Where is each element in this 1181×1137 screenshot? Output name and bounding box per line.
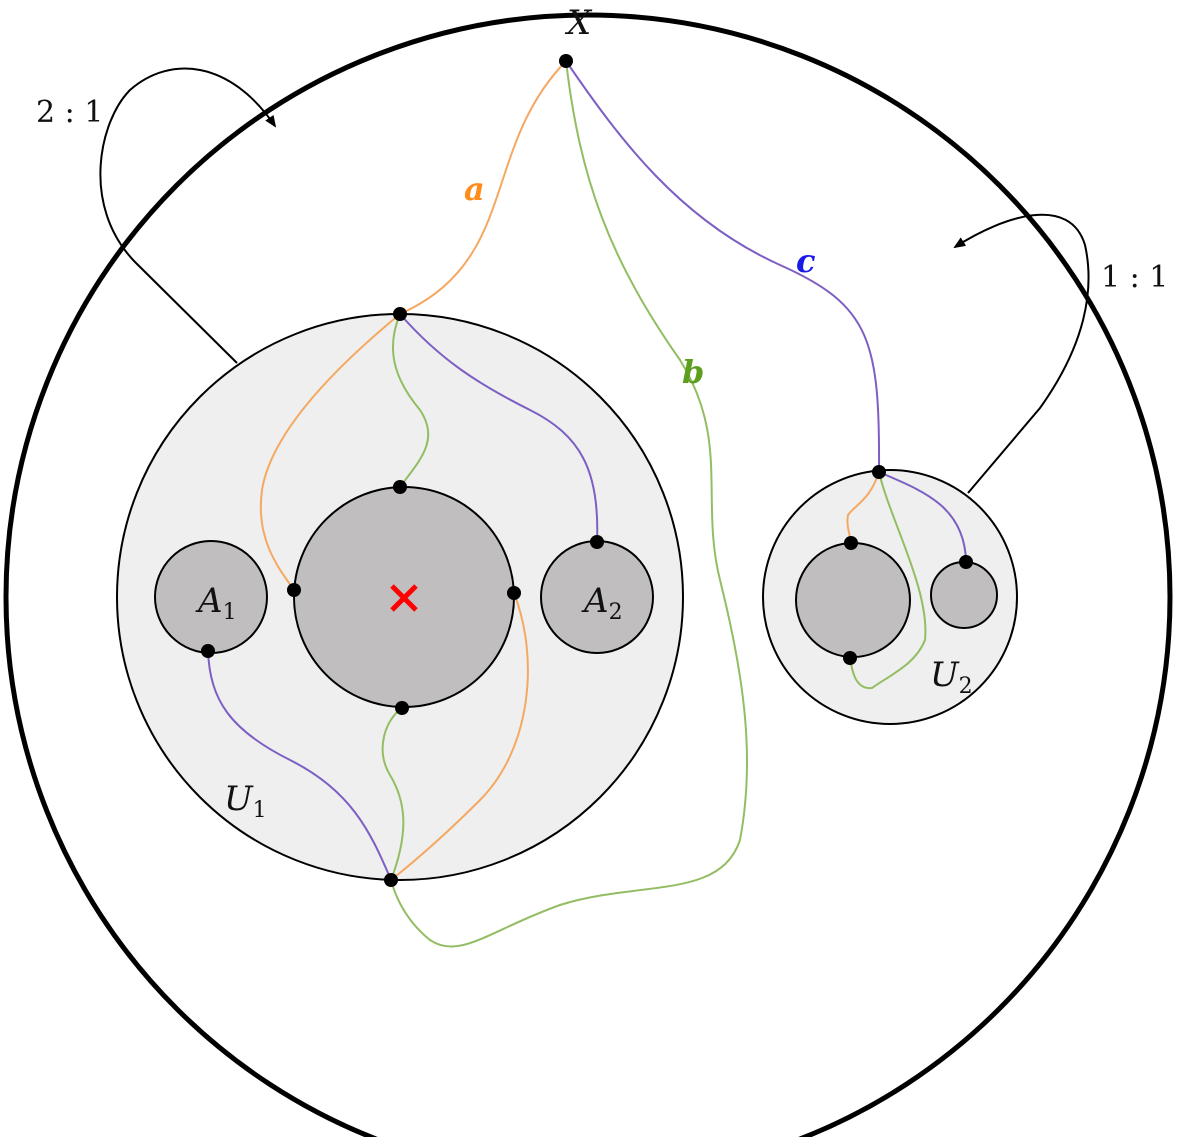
curve-c-x-to-u2 <box>565 60 881 473</box>
point-center-top <box>393 480 407 494</box>
label-a1: A1 <box>195 581 237 625</box>
point-u1-top <box>393 307 407 321</box>
points <box>201 54 973 887</box>
label-ratio-right: 1 : 1 <box>1101 260 1168 295</box>
curve-a-group <box>259 60 880 881</box>
label-curve-c: c <box>796 242 815 280</box>
curve-a-right-to-bottom <box>390 592 529 881</box>
label-curve-a: a <box>464 170 485 208</box>
point-center-right <box>507 586 521 600</box>
label-u2: U2 <box>930 655 973 699</box>
point-u2-small <box>959 555 973 569</box>
point-a1 <box>201 644 215 658</box>
label-ratio-left: 2 : 1 <box>36 95 103 130</box>
curve-c-top-to-a2 <box>399 313 599 543</box>
curve-c-a1-to-base <box>207 650 392 881</box>
curve-b-group <box>381 60 927 948</box>
point-u2-large-bottom <box>843 651 857 665</box>
curve-c-group <box>207 60 967 881</box>
cross-icon <box>390 584 418 612</box>
curve-b-bottom-to-base <box>381 707 405 881</box>
point-a2 <box>590 535 604 549</box>
label-a2: A2 <box>581 581 623 625</box>
curve-b-top-to-center <box>392 313 430 488</box>
point-u2-top <box>872 465 886 479</box>
point-x <box>559 54 573 68</box>
label-u1: U1 <box>224 779 267 823</box>
point-center-left <box>287 583 301 597</box>
curve-a-x-to-top <box>399 60 567 315</box>
point-u2-large-top <box>844 536 858 550</box>
label-x: X <box>564 3 593 43</box>
curve-b-u2 <box>849 471 927 690</box>
arrow-left-2-1 <box>99 67 277 364</box>
arrow-right-1-1 <box>953 213 1090 494</box>
inner-disk-u2-large <box>795 542 911 658</box>
point-u1-bottom <box>384 873 398 887</box>
curve-c-u2 <box>878 471 967 563</box>
label-curve-b: b <box>682 353 704 391</box>
curve-a-u2 <box>846 471 880 544</box>
curve-a-top-to-left <box>259 313 401 591</box>
point-center-bottom <box>395 701 409 715</box>
curve-b-x-loop <box>390 60 749 948</box>
inner-disk-u2-small <box>930 561 998 629</box>
